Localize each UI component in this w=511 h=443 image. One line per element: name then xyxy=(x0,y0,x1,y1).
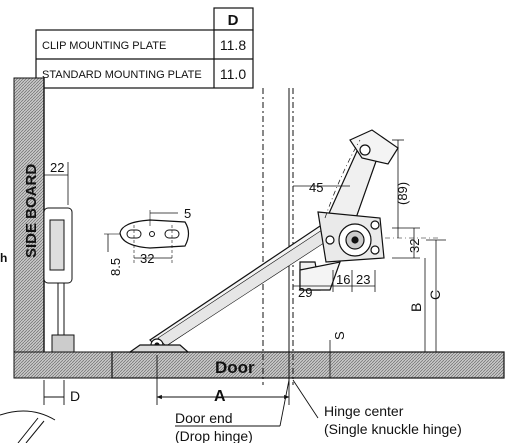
frame-lines xyxy=(262,88,294,385)
dim-plate-5-label: 5 xyxy=(184,206,191,221)
bottom-board-left xyxy=(13,351,113,379)
detail-circle-fragment xyxy=(0,410,56,443)
side-mount-bracket xyxy=(43,207,75,353)
mounting-plate-detail xyxy=(104,210,190,265)
dim-89-label: (89) xyxy=(395,182,410,205)
right-dimensions xyxy=(293,139,446,378)
mounting-plate-table: D CLIP MOUNTING PLATE 11.8 STANDARD MOUN… xyxy=(35,7,254,89)
dim-b-label: B xyxy=(408,303,424,312)
table-row-clip-value: 11.8 xyxy=(220,37,246,53)
door-end-label: Door end xyxy=(175,410,233,426)
hinge-swing-path xyxy=(324,139,361,219)
table-row-standard-label: STANDARD MOUNTING PLATE xyxy=(42,69,202,81)
dim-c-label: C xyxy=(427,290,443,300)
door: Door xyxy=(111,351,505,379)
drop-hinge-label: (Drop hinge) xyxy=(175,428,253,443)
table-row-clip-label: CLIP MOUNTING PLATE xyxy=(42,40,166,52)
dim-s-label: S xyxy=(332,331,347,340)
bottom-dimensions xyxy=(43,355,290,405)
table-row-standard-value: 11.0 xyxy=(220,66,246,82)
single-knuckle-label: (Single knuckle hinge) xyxy=(324,421,462,437)
dim-plate-32-label: 32 xyxy=(140,251,154,266)
hinge-center-label: Hinge center xyxy=(324,403,404,419)
dim-d-label: D xyxy=(70,388,80,404)
side-cut-letter: h xyxy=(0,251,7,265)
side-board-label: SIDE BOARD xyxy=(23,164,40,258)
dim-plate-85-label: 8.5 xyxy=(108,258,123,276)
door-label: Door xyxy=(215,358,255,377)
hinge-mechanism xyxy=(128,129,399,353)
dim-22 xyxy=(43,162,69,205)
dim-23-label: 23 xyxy=(356,272,370,287)
side-board: SIDE BOARD xyxy=(13,77,45,379)
table-header-d: D xyxy=(228,12,239,29)
dim-22-label: 22 xyxy=(50,160,64,175)
dim-32-label: 32 xyxy=(407,239,422,253)
dim-45-label: 45 xyxy=(309,180,323,195)
leader-lines xyxy=(175,379,319,427)
dim-29-label: 29 xyxy=(298,285,312,300)
dim-16-label: 16 xyxy=(336,272,350,287)
dim-a-label: A xyxy=(214,388,226,405)
